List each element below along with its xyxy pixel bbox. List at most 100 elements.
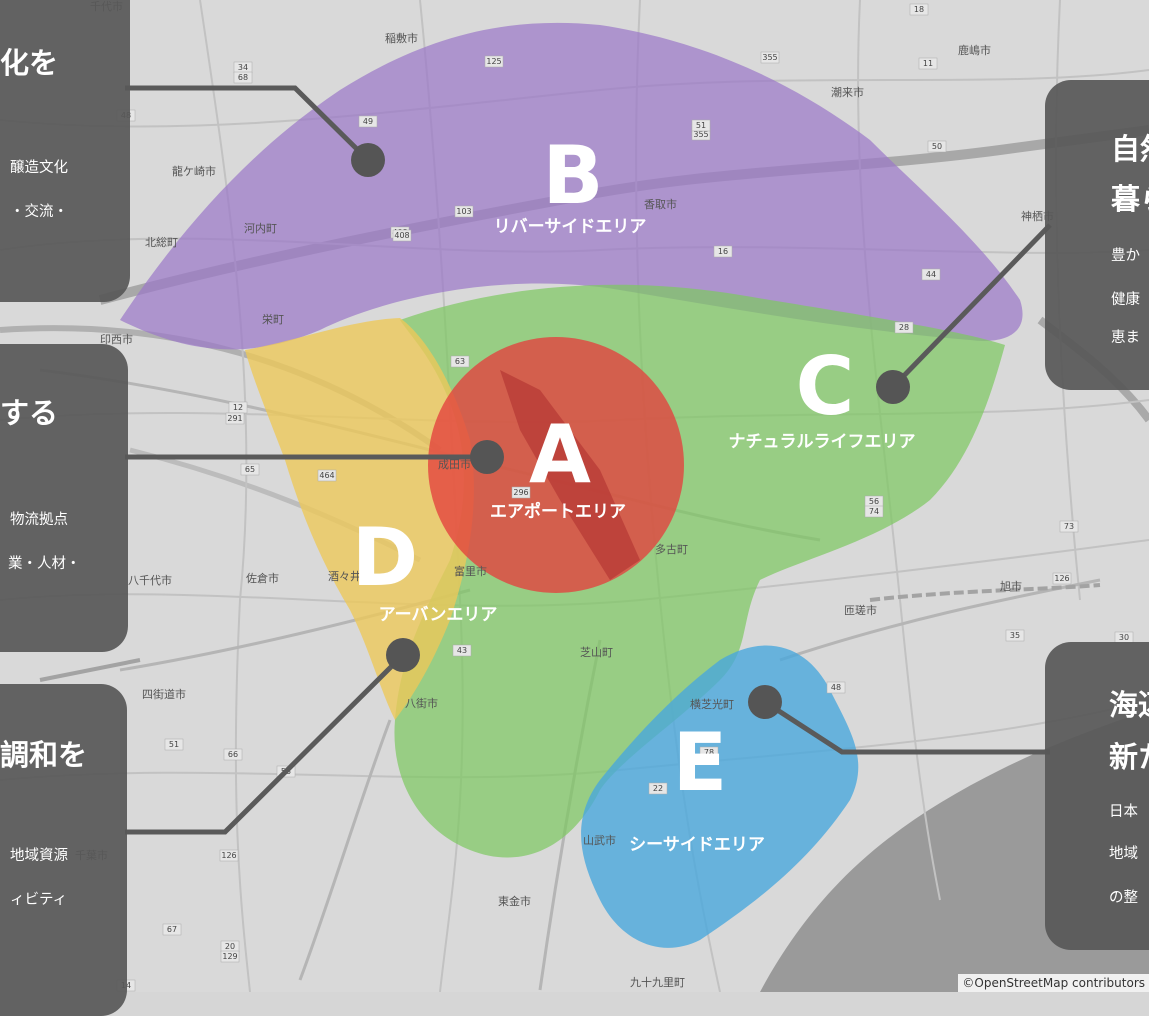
svg-text:464: 464 <box>319 471 334 480</box>
svg-text:11: 11 <box>923 59 933 68</box>
road-number-shield: 296 <box>511 486 531 499</box>
map-attribution[interactable]: ©OpenStreetMap contributors <box>958 974 1149 992</box>
svg-text:16: 16 <box>718 247 728 256</box>
place-label: 鹿嶋市 <box>958 43 991 57</box>
road-number-shield: 129 <box>220 950 240 963</box>
zone-c-name: ナチュラルライフエリア <box>729 432 916 452</box>
card-text-line: 業・人材・ <box>8 556 81 572</box>
road-number-shield: 126 <box>1052 572 1072 585</box>
place-label: 多古町 <box>655 542 688 556</box>
svg-text:18: 18 <box>914 5 924 14</box>
zone-a-letter: A <box>529 408 591 501</box>
card-text-line: 物流拠点 <box>10 512 68 528</box>
marker-d <box>386 638 420 672</box>
svg-text:22: 22 <box>653 784 663 793</box>
svg-text:408: 408 <box>394 231 409 240</box>
zone-d-area <box>245 318 474 720</box>
svg-text:296: 296 <box>513 488 528 497</box>
svg-text:67: 67 <box>167 925 177 934</box>
svg-text:66: 66 <box>228 750 238 759</box>
road-number-shield: 73 <box>1059 520 1079 533</box>
svg-text:30: 30 <box>1119 633 1129 642</box>
svg-text:103: 103 <box>456 207 471 216</box>
road-number-shield: 103 <box>454 205 474 218</box>
place-label: 匝瑳市 <box>844 603 877 617</box>
connector-b <box>125 85 370 162</box>
place-label: 山武市 <box>583 833 616 847</box>
svg-text:291: 291 <box>227 414 242 423</box>
road-number-shield: 28 <box>894 321 914 334</box>
road-number-shield: 35 <box>1005 629 1025 642</box>
place-label: 芝山町 <box>580 646 613 659</box>
road-number-shield: 125 <box>484 55 504 68</box>
zone-a-name: エアポートエリア <box>490 501 626 522</box>
card-title: 化を <box>0 46 59 80</box>
place-label: 栄町 <box>262 312 284 326</box>
svg-text:43: 43 <box>457 646 467 655</box>
road-number-shield: 78 <box>699 746 719 759</box>
zone-e-name: シーサイドエリア <box>629 835 765 855</box>
road-number-shield: 408 <box>392 229 412 242</box>
card-text-line: 豊か <box>1111 248 1140 264</box>
zone-b-name: リバーサイドエリア <box>494 217 647 237</box>
svg-text:51: 51 <box>169 740 179 749</box>
card-text-line: 地域 <box>1109 846 1138 862</box>
zone-b-letter: B <box>543 129 604 222</box>
card-title: する <box>0 396 59 430</box>
card-title-line-1: 自然 <box>1111 132 1149 166</box>
road-number-shield: 464 <box>317 469 337 482</box>
svg-text:73: 73 <box>1064 522 1074 531</box>
card-text-line: ィビティ <box>10 892 68 908</box>
card-title-line-1: 海辺 <box>1109 688 1149 722</box>
road-number-shield: 56 <box>864 495 884 508</box>
place-label: 北総町 <box>145 235 178 249</box>
svg-text:126: 126 <box>1054 574 1069 583</box>
svg-text:126: 126 <box>221 851 236 860</box>
base-map: 千代市稲敷市潮来市鹿嶋市龍ケ崎市河内町香取市神栖市栄町成田市佐倉市酒々井町富里市… <box>0 0 1149 992</box>
svg-text:129: 129 <box>222 952 237 961</box>
info-card-top-left: 化を 醸造文化 ・交流・ <box>0 0 130 302</box>
place-label: 横芝光町 <box>690 697 734 711</box>
road-number-shield: 44 <box>921 268 941 281</box>
road-number-shield: 49 <box>358 115 378 128</box>
road-number-shield: 126 <box>219 849 239 862</box>
marker-e <box>748 685 782 719</box>
svg-text:50: 50 <box>932 142 942 151</box>
svg-text:74: 74 <box>869 507 879 516</box>
card-title: 調和を <box>0 738 88 772</box>
road-number-shield: 43 <box>452 644 472 657</box>
road-number-shield: 291 <box>225 412 245 425</box>
road-number-shield: 74 <box>864 505 884 518</box>
zone-d-letter: D <box>352 511 418 604</box>
road-number-shield: 22 <box>648 782 668 795</box>
marker-c <box>876 370 910 404</box>
svg-text:12: 12 <box>233 403 243 412</box>
zone-e-letter: E <box>673 716 728 809</box>
road-number-shield: 51 <box>691 119 711 132</box>
info-card-top-right: 自然 暮ら 豊か 健康 恵ま <box>1045 80 1149 390</box>
place-label: 河内町 <box>244 221 277 235</box>
svg-text:35: 35 <box>1010 631 1020 640</box>
card-text-line: 健康 <box>1111 292 1140 308</box>
svg-text:51: 51 <box>696 121 706 130</box>
svg-text:20: 20 <box>225 942 235 951</box>
zone-e-area <box>581 645 859 948</box>
place-label: 四街道市 <box>142 687 186 701</box>
place-label: 酒々井町 <box>328 569 372 583</box>
svg-text:48: 48 <box>831 683 841 692</box>
place-label: 八千代市 <box>128 573 172 587</box>
marker-a <box>470 440 504 474</box>
svg-text:125: 125 <box>486 57 501 66</box>
place-label: 成田市 <box>438 457 471 471</box>
info-card-mid-left: する 物流拠点 業・人材・ <box>0 344 128 652</box>
road-number-shield: 65 <box>240 463 260 476</box>
svg-text:355: 355 <box>693 130 708 139</box>
road-number-shield: 66 <box>223 748 243 761</box>
road-number-shield: 68 <box>233 71 253 84</box>
zone-b-area <box>120 22 1023 350</box>
road-number-shield: 50 <box>927 140 947 153</box>
place-label: 印西市 <box>100 332 133 346</box>
place-label: 稲敷市 <box>385 31 418 45</box>
place-label: 旭市 <box>1000 579 1022 593</box>
svg-text:34: 34 <box>238 63 248 72</box>
